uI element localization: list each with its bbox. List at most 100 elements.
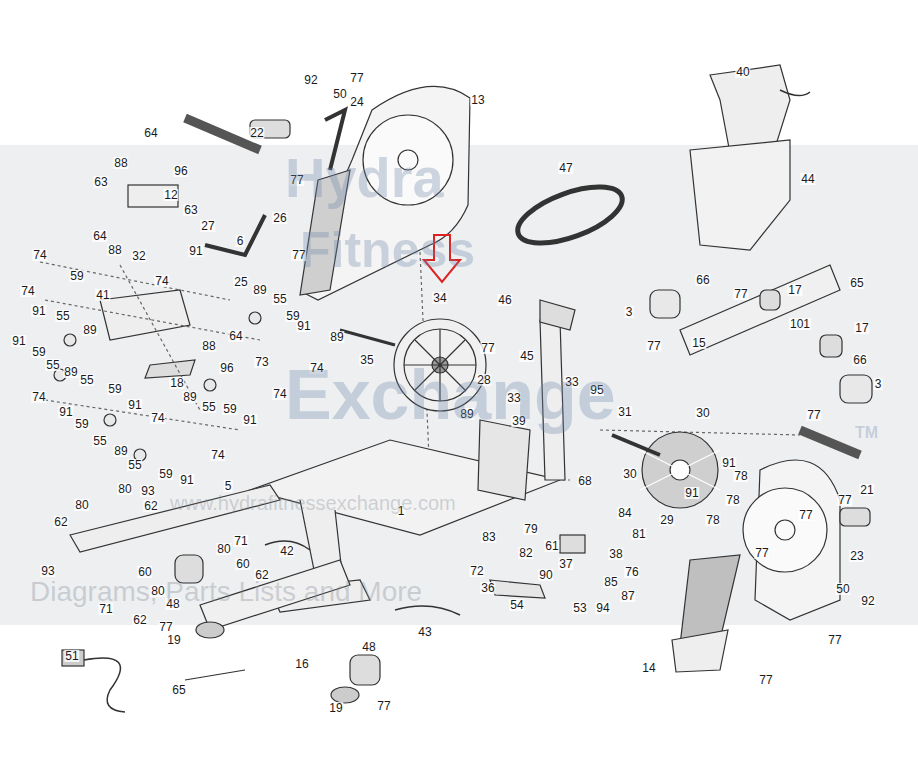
callout-number: 89 [63,366,78,378]
callout-number: 91 [11,335,26,347]
callout-number: 5 [224,480,233,492]
callout-number: 91 [31,305,46,317]
callout-number: 77 [646,340,661,352]
callout-number: 101 [789,318,811,330]
callout-number: 87 [620,590,635,602]
callout-number: 91 [188,245,203,257]
callout-number: 54 [509,599,524,611]
callout-number: 12 [163,189,178,201]
callout-number: 77 [158,621,173,633]
callout-number: 74 [210,449,225,461]
callout-number: 60 [235,558,250,570]
callout-number: 14 [641,662,656,674]
callout-number: 74 [20,285,35,297]
callout-number: 30 [695,407,710,419]
callout-number: 61 [544,540,559,552]
callout-number: 43 [417,626,432,638]
callout-number: 85 [603,576,618,588]
callout-number: 91 [127,399,142,411]
callout-number: 25 [233,276,248,288]
callout-number: 80 [216,543,231,555]
callout-number: 23 [849,550,864,562]
callout-number: 64 [228,330,243,342]
callout-number: 78 [725,494,740,506]
callout-number: 93 [40,565,55,577]
callout-number: 19 [166,634,181,646]
callout-number: 42 [279,545,294,557]
callout-number: 77 [349,72,364,84]
callout-number: 91 [58,406,73,418]
callout-number: 3 [874,378,883,390]
callout-number: 62 [143,500,158,512]
watermark-text: www.hydrafitnessexchange.com [170,493,456,513]
callout-number: 88 [107,244,122,256]
callout-number: 88 [113,157,128,169]
callout-number: 66 [695,274,710,286]
callout-number: 17 [787,284,802,296]
callout-number: 59 [107,383,122,395]
callout-number: 50 [332,88,347,100]
callout-number: 74 [154,275,169,287]
callout-number: 89 [182,391,197,403]
callout-number: 34 [432,292,447,304]
callout-number: 91 [684,487,699,499]
callout-number: 41 [95,289,110,301]
callout-number: 74 [31,391,46,403]
callout-number: 18 [169,377,184,389]
callout-number: 93 [140,485,155,497]
callout-number: 59 [31,346,46,358]
callout-number: 77 [480,342,495,354]
callout-number: 81 [631,528,646,540]
callout-number: 80 [74,499,89,511]
callout-number: 63 [93,176,108,188]
watermark-text: Exchange [285,360,616,430]
callout-number: 62 [132,614,147,626]
callout-number: 77 [798,509,813,521]
callout-number: 55 [272,293,287,305]
callout-number: 96 [219,362,234,374]
callout-number: 80 [117,483,132,495]
callout-number: 92 [860,595,875,607]
callout-number: 91 [179,474,194,486]
watermark-text: TM [855,425,878,441]
callout-number: 59 [158,468,173,480]
callout-number: 51 [64,650,79,662]
callout-number: 77 [376,700,391,712]
callout-number: 77 [754,547,769,559]
callout-number: 29 [659,514,674,526]
callout-number: 63 [183,204,198,216]
callout-number: 59 [69,270,84,282]
callout-number: 89 [113,445,128,457]
callout-number: 30 [622,468,637,480]
callout-number: 74 [150,412,165,424]
callout-number: 77 [733,288,748,300]
callout-number: 32 [131,250,146,262]
callout-number: 47 [558,162,573,174]
callout-number: 71 [233,535,248,547]
callout-number: 55 [92,435,107,447]
callout-number: 55 [55,310,70,322]
callout-number: 48 [361,641,376,653]
callout-number: 44 [800,173,815,185]
callout-number: 90 [538,569,553,581]
callout-number: 46 [497,294,512,306]
callout-number: 74 [32,249,47,261]
callout-number: 65 [171,684,186,696]
watermark-text: Fitness [300,225,475,275]
callout-number: 92 [303,74,318,86]
callout-number: 78 [733,470,748,482]
callout-number: 31 [617,406,632,418]
watermark-text: Hydra [285,150,444,206]
callout-number: 64 [143,127,158,139]
callout-number: 16 [294,658,309,670]
callout-number: 91 [721,457,736,469]
callout-number: 64 [92,230,107,242]
callout-number: 78 [705,514,720,526]
callout-number: 55 [79,374,94,386]
callout-number: 55 [45,359,60,371]
callout-number: 6 [236,235,245,247]
callout-number: 79 [523,523,538,535]
watermark-text: Diagrams, Parts Lists and More [30,578,422,606]
callout-number: 60 [137,566,152,578]
callout-number: 94 [595,602,610,614]
